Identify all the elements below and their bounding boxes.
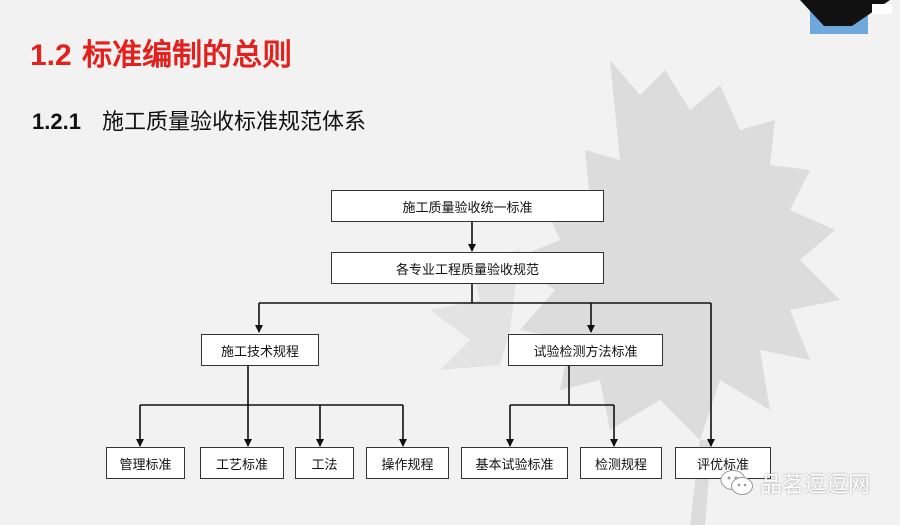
wechat-icon (720, 469, 754, 497)
node-leaf-operation: 操作规程 (366, 447, 449, 479)
node-leaf-management: 管理标准 (106, 447, 185, 479)
node-leaf-process: 工艺标准 (200, 447, 284, 479)
node-leaf-inspection: 检测规程 (580, 447, 662, 479)
node-root: 施工质量验收统一标准 (331, 190, 604, 222)
watermark: 品茗逗逗网 (720, 466, 870, 500)
watermark-text: 品茗逗逗网 (760, 467, 870, 499)
node-leaf-basic-test: 基本试验标准 (461, 447, 568, 479)
node-leaf-method: 工法 (295, 447, 354, 479)
node-level2: 各专业工程质量验收规范 (331, 252, 604, 284)
node-branch-left: 施工技术规程 (201, 334, 319, 366)
node-branch-right: 试验检测方法标准 (508, 334, 663, 366)
